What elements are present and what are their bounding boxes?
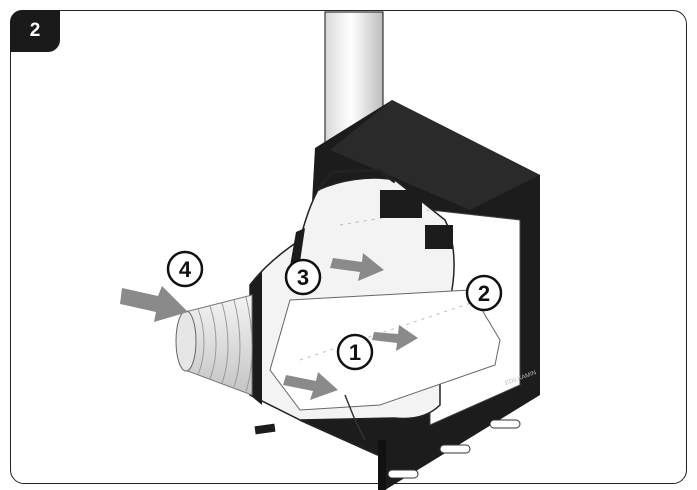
svg-text:2: 2 xyxy=(478,281,490,306)
flexible-air-duct xyxy=(175,294,253,396)
callout-4: 4 xyxy=(166,250,204,288)
airflow-arrows xyxy=(120,253,418,400)
svg-text:3: 3 xyxy=(297,265,309,290)
airflow-arrow-3 xyxy=(330,253,384,281)
airflow-arrow-1 xyxy=(283,372,338,400)
airflow-arrow-4 xyxy=(120,286,188,322)
callout-3: 3 xyxy=(284,258,322,296)
airflow-arrow-upper xyxy=(372,325,418,351)
svg-text:1: 1 xyxy=(349,340,361,365)
callout-2: 2 xyxy=(465,274,503,312)
svg-text:4: 4 xyxy=(179,257,192,282)
stove-feet xyxy=(254,419,521,479)
callout-1: 1 xyxy=(336,333,374,371)
step-number-badge: 2 xyxy=(10,10,60,52)
top-duct-connector xyxy=(290,168,453,266)
